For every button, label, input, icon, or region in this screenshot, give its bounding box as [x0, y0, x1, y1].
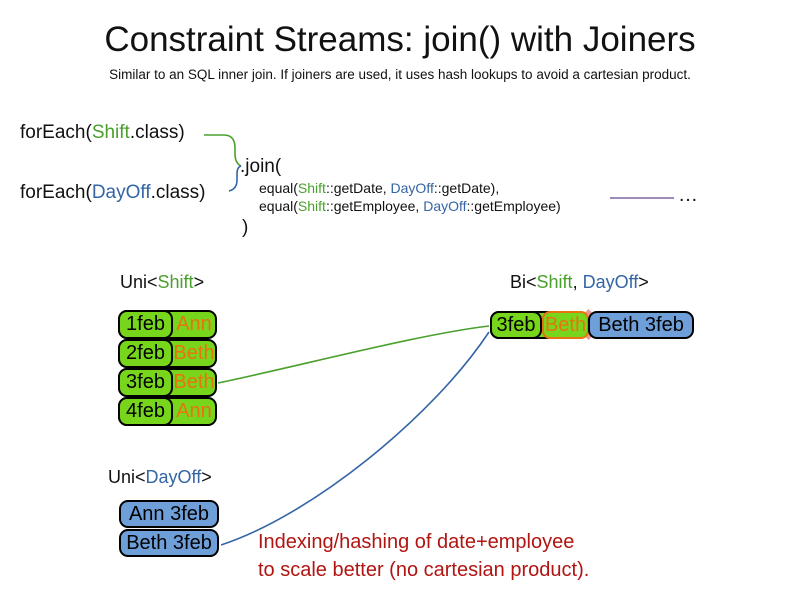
joiner-employee-shift: Shift: [297, 198, 326, 214]
bi-label-dayoff: DayOff: [582, 272, 639, 292]
joiner-employee-dayoff: DayOff: [423, 198, 467, 214]
page-subtitle: Similar to an SQL inner join. If joiners…: [109, 67, 691, 82]
code-foreach-dayoff: forEach(DayOff.class): [20, 182, 206, 204]
dayoff-row-beth: Beth 3feb: [119, 529, 219, 557]
bi-label-shift: Shift: [536, 272, 573, 292]
joiner-date-prefix: equal(: [259, 180, 298, 196]
joiner-employee-suffix: ::getEmployee): [466, 198, 561, 214]
foreach-shift-class: Shift: [91, 122, 130, 143]
uni-dayoff-label: Uni<DayOff>: [108, 467, 212, 488]
indexing-note-line2: to scale better (no cartesian product).: [258, 559, 590, 581]
uni-dayoff-label-post: >: [201, 467, 212, 487]
joiner-date-mid: ::getDate,: [325, 180, 391, 196]
shift-employee-cell: Ann: [176, 400, 212, 422]
joiner-date-suffix: ::getDate),: [433, 180, 500, 196]
dayoff-match-connector-line: [220, 331, 490, 546]
indexing-note-line1: Indexing/hashing of date+employee: [258, 531, 575, 553]
uni-dayoff-label-pre: Uni<: [108, 467, 146, 487]
shift-date-cell: 1feb: [118, 310, 173, 339]
uni-dayoff-label-class: DayOff: [145, 467, 202, 487]
shift-employee-cell: Beth: [173, 371, 215, 393]
foreach-shift-suffix: .class): [129, 122, 185, 143]
uni-shift-label: Uni<Shift>: [120, 272, 204, 293]
foreach-dayoff-class: DayOff: [91, 182, 151, 203]
code-joiner-employee: equal(Shift::getEmployee, DayOff::getEmp…: [259, 198, 561, 214]
shift-date-cell: 4feb: [118, 397, 173, 426]
joiner-employee-mid: ::getEmployee,: [325, 198, 424, 214]
uni-shift-label-class: Shift: [157, 272, 194, 292]
shift-employee-cell: Beth: [173, 342, 215, 364]
foreach-dayoff-prefix: forEach(: [20, 182, 92, 203]
uni-shift-label-post: >: [193, 272, 205, 292]
shift-row-4feb: 4feb Ann: [118, 397, 217, 426]
foreach-dayoff-suffix: .class): [150, 182, 206, 203]
shift-employee-cell: Ann: [176, 313, 212, 335]
page-title: Constraint Streams: join() with Joiners: [104, 20, 696, 59]
shift-row-1feb: 1feb Ann: [118, 310, 217, 339]
joiner-date-dayoff: DayOff: [390, 180, 434, 196]
bi-label-separator: ,: [572, 272, 583, 292]
shift-date-cell: 2feb: [118, 339, 173, 368]
code-join-open: .join(: [240, 156, 282, 177]
bi-shift-date-cell: 3feb: [490, 311, 542, 339]
bi-pair-dayoff-part: Beth 3feb: [588, 311, 694, 339]
uni-shift-label-pre: Uni<: [120, 272, 158, 292]
code-foreach-shift: forEach(Shift.class): [20, 122, 185, 144]
foreach-shift-prefix: forEach(: [20, 122, 92, 143]
bi-label-pre: Bi<: [510, 272, 537, 292]
shift-row-2feb: 2feb Beth: [118, 339, 217, 368]
indexing-note: Indexing/hashing of date+employee to scal…: [258, 528, 589, 584]
bi-label: Bi<Shift, DayOff>: [510, 272, 649, 293]
more-joiners-ellipsis: …: [678, 184, 700, 206]
shift-match-connector-line: [217, 325, 490, 384]
bi-pair-shift-part: 3feb Beth: [490, 311, 589, 339]
dayoff-row-ann: Ann 3feb: [119, 500, 219, 528]
joiner-employee-prefix: equal(: [259, 198, 298, 214]
joiner-date-shift: Shift: [297, 180, 326, 196]
brace-shift-line: [204, 134, 242, 167]
shift-date-cell: 3feb: [118, 368, 173, 397]
bi-shift-employee-cell: Beth: [542, 311, 589, 339]
bi-label-post: >: [638, 272, 649, 292]
code-join-close: ): [242, 217, 249, 238]
code-joiner-date: equal(Shift::getDate, DayOff::getDate),: [259, 180, 499, 196]
shift-row-3feb: 3feb Beth: [118, 368, 217, 397]
